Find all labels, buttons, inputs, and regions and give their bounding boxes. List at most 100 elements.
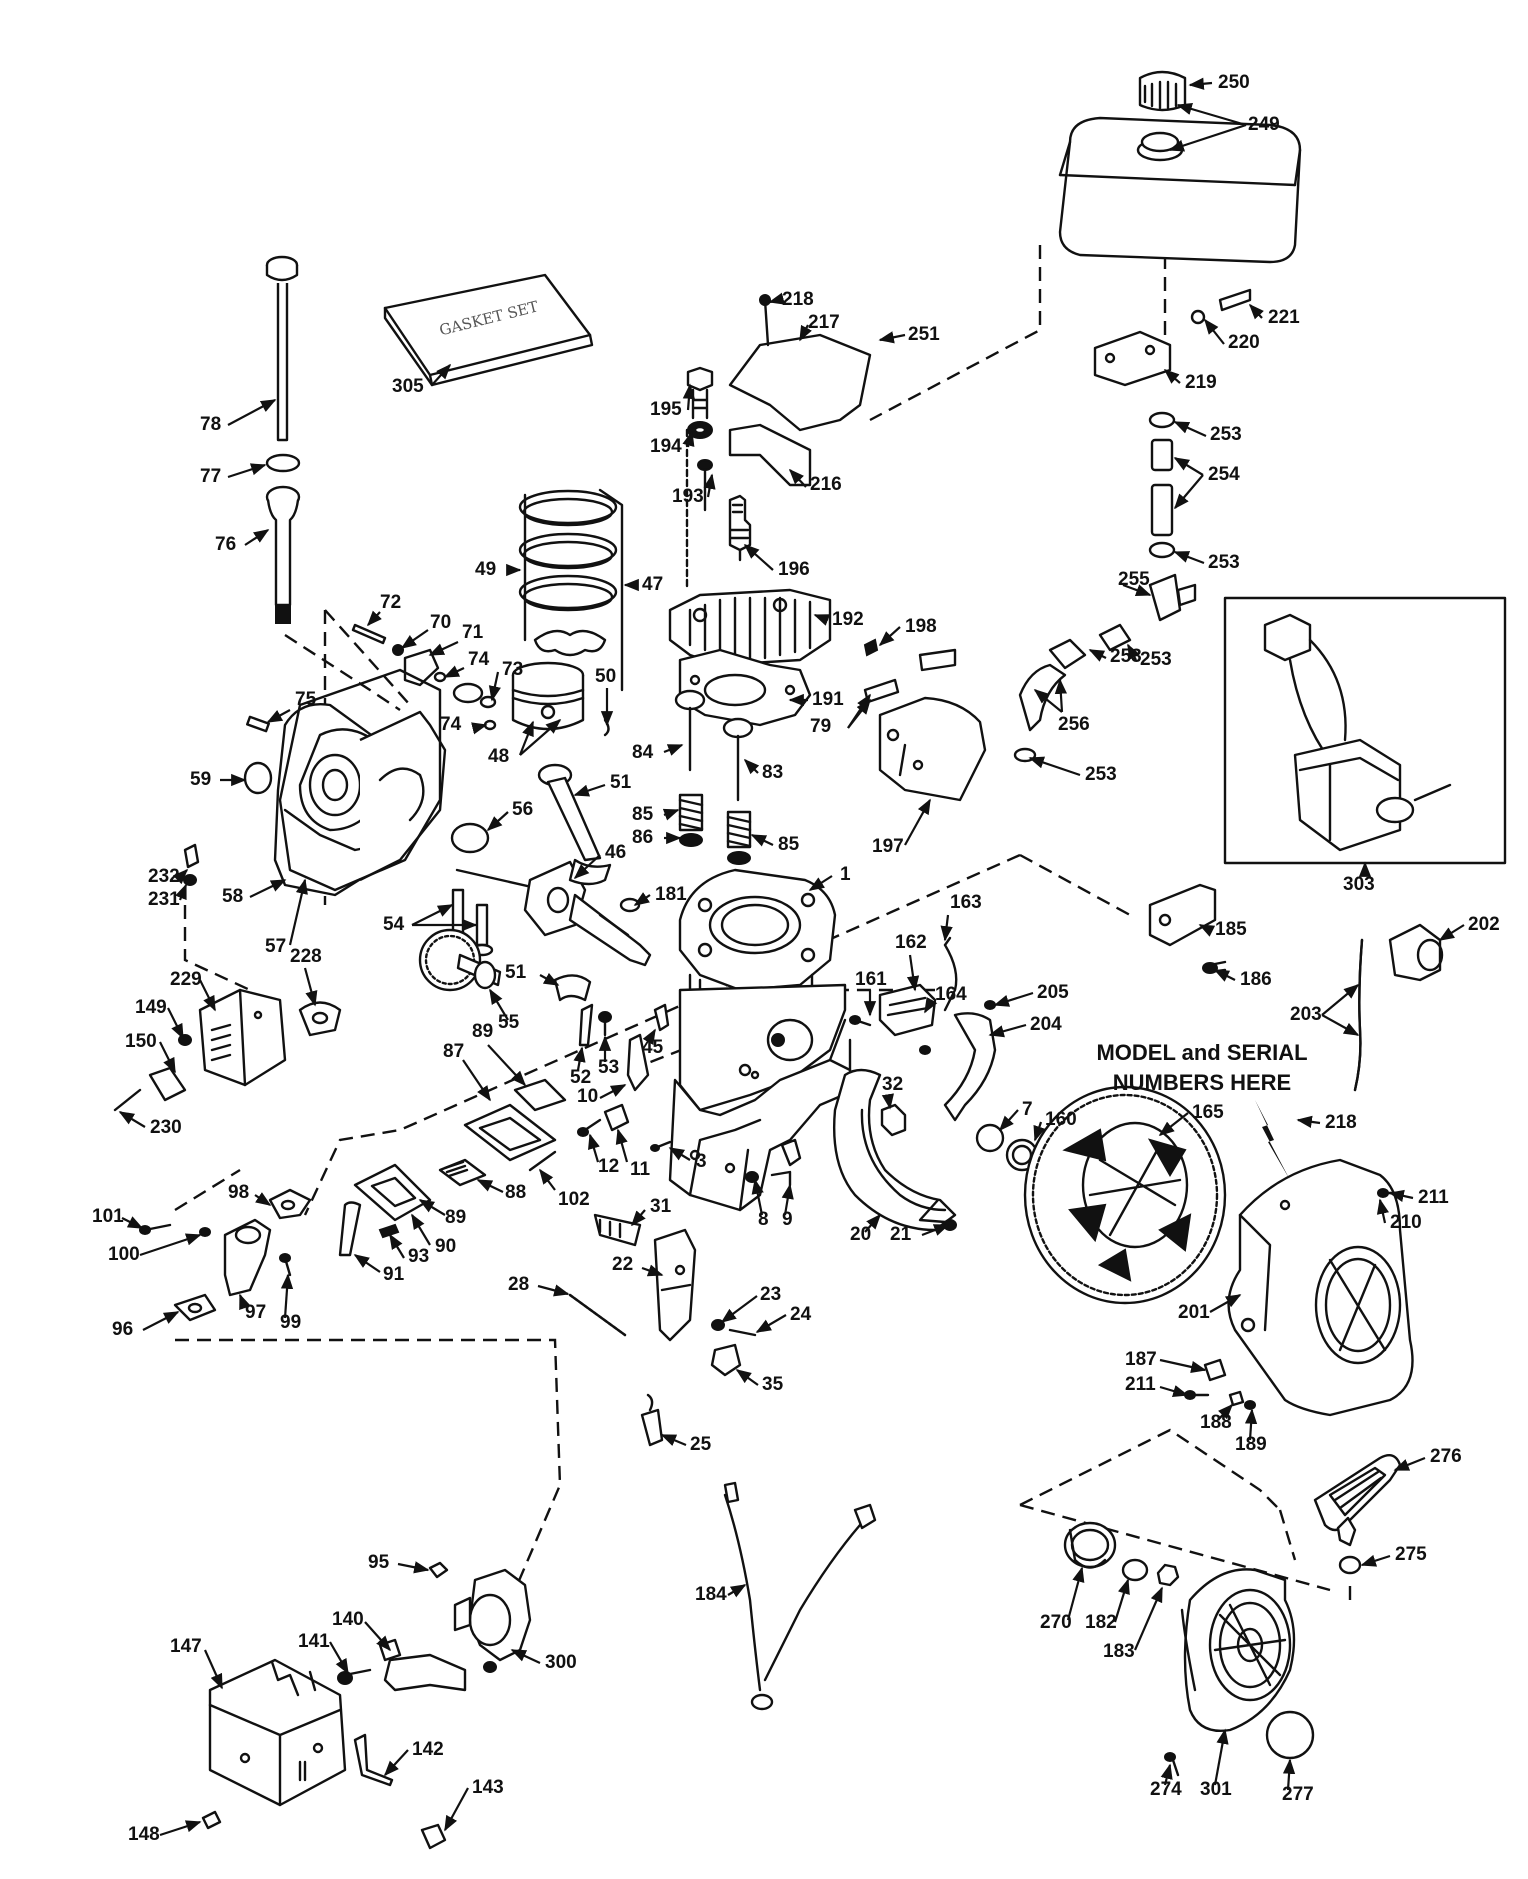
- callout-leader-204: [988, 1023, 1027, 1038]
- callout-219: 219: [1185, 372, 1217, 393]
- connecting-rod: [537, 763, 612, 886]
- breather-plate: [863, 638, 987, 802]
- callout-leader-95: [397, 1561, 430, 1574]
- callout-leader-35: [735, 1369, 759, 1386]
- callout-leader-72: [366, 610, 382, 627]
- callout-7: 7: [1022, 1099, 1033, 1120]
- callout-192: 192: [832, 609, 864, 630]
- tank-mount-bracket: [1093, 288, 1252, 387]
- model-serial-note: MODEL and SERIAL NUMBERS HERE: [1096, 1040, 1308, 1180]
- governor-linkage: [568, 1213, 757, 1447]
- callout-leader-48: [519, 718, 562, 756]
- callout-leader-77: [227, 463, 267, 479]
- callout-12: 12: [598, 1156, 619, 1177]
- callout-leader-22: [641, 1264, 664, 1277]
- callout-leader-74: [443, 665, 465, 678]
- callout-202: 202: [1468, 914, 1500, 935]
- callout-leader-228: [303, 967, 318, 1007]
- recoil-starter: [1164, 1568, 1296, 1777]
- callout-142: 142: [412, 1739, 444, 1760]
- callout-leader-186: [1213, 969, 1236, 982]
- callout-88: 88: [505, 1182, 526, 1203]
- callout-leader-253: [1173, 550, 1205, 565]
- callout-186: 186: [1240, 969, 1272, 990]
- valve-springs: [678, 793, 752, 865]
- thrust-washer: [450, 822, 490, 854]
- callout-91: 91: [383, 1264, 405, 1285]
- elbow-assembly: [139, 1188, 312, 1322]
- small-hardware: [577, 1003, 672, 1152]
- callout-300: 300: [545, 1652, 577, 1673]
- callout-leader-232: [172, 868, 189, 885]
- callout-99: 99: [280, 1312, 301, 1333]
- callout-leader-58: [249, 879, 287, 898]
- callout-204: 204: [1030, 1014, 1062, 1035]
- camshaft-gear: [418, 928, 502, 992]
- wire-harness: [723, 1481, 877, 1711]
- callout-leader-165: [1158, 1112, 1189, 1136]
- callout-193: 193: [672, 486, 704, 507]
- rod-cap: [553, 974, 592, 1002]
- callout-22: 22: [612, 1254, 633, 1275]
- callout-leader-150: [159, 1041, 176, 1074]
- callout-28: 28: [508, 1274, 529, 1295]
- callout-253: 253: [1210, 424, 1242, 445]
- callout-leader-254: [1173, 457, 1204, 476]
- callout-211: 211: [1125, 1374, 1156, 1395]
- callout-leader-74: [471, 722, 488, 735]
- callout-78: 78: [200, 414, 221, 435]
- callout-leader-188: [1217, 1403, 1234, 1421]
- callout-leader-162: [906, 954, 920, 992]
- callout-leader-24: [755, 1314, 787, 1333]
- callout-leader-73: [488, 671, 501, 702]
- callout-leader-256: [1054, 678, 1068, 713]
- callout-221: 221: [1268, 307, 1300, 328]
- callout-leader-256: [1033, 689, 1063, 713]
- gasket-set-box: GASKET SET: [383, 273, 594, 387]
- model-serial-line-2: NUMBERS HERE: [1113, 1070, 1291, 1095]
- callout-49: 49: [475, 559, 496, 580]
- callout-leader-182: [1113, 1578, 1130, 1623]
- callout-11: 11: [630, 1159, 651, 1180]
- callout-162: 162: [895, 932, 927, 953]
- callout-leader-197: [904, 798, 931, 846]
- callout-leader-250: [1188, 77, 1213, 90]
- callout-201: 201: [1178, 1302, 1210, 1323]
- callout-leader-141: [329, 1641, 349, 1675]
- callout-51: 51: [610, 772, 632, 793]
- callout-leader-3: [668, 1147, 691, 1161]
- callout-187: 187: [1125, 1349, 1157, 1370]
- callout-79: 79: [810, 716, 831, 737]
- callout-203: 203: [1290, 1004, 1322, 1025]
- callout-160: 160: [1045, 1109, 1077, 1130]
- callout-leader-253: [1088, 649, 1107, 662]
- dipstick: [265, 255, 299, 442]
- callout-251: 251: [908, 324, 940, 345]
- callout-leader-56: [486, 811, 509, 832]
- callout-182: 182: [1085, 1612, 1117, 1633]
- callout-218: 218: [1325, 1112, 1357, 1133]
- callout-leader-70: [400, 629, 429, 649]
- callout-leader-46: [573, 854, 601, 880]
- callout-198: 198: [905, 616, 937, 637]
- callout-leader-160: [1033, 1121, 1046, 1142]
- callout-89: 89: [445, 1207, 466, 1228]
- callout-leader-85: [662, 808, 680, 821]
- callout-leader-218: [768, 292, 785, 305]
- callout-74: 74: [468, 649, 490, 670]
- callout-leader-11: [615, 1128, 629, 1163]
- callout-183: 183: [1103, 1641, 1135, 1662]
- callout-leader-183: [1133, 1586, 1164, 1651]
- callout-220: 220: [1228, 332, 1260, 353]
- callout-217: 217: [808, 312, 840, 333]
- callout-leader-195: [682, 383, 696, 411]
- callout-leader-220: [1204, 318, 1225, 345]
- callout-57: 57: [265, 936, 286, 957]
- callout-leader-9: [781, 1183, 794, 1216]
- tank-bracket: [728, 294, 872, 487]
- callout-95: 95: [368, 1552, 390, 1573]
- callout-leader-143: [444, 1787, 469, 1832]
- callout-270: 270: [1040, 1612, 1072, 1633]
